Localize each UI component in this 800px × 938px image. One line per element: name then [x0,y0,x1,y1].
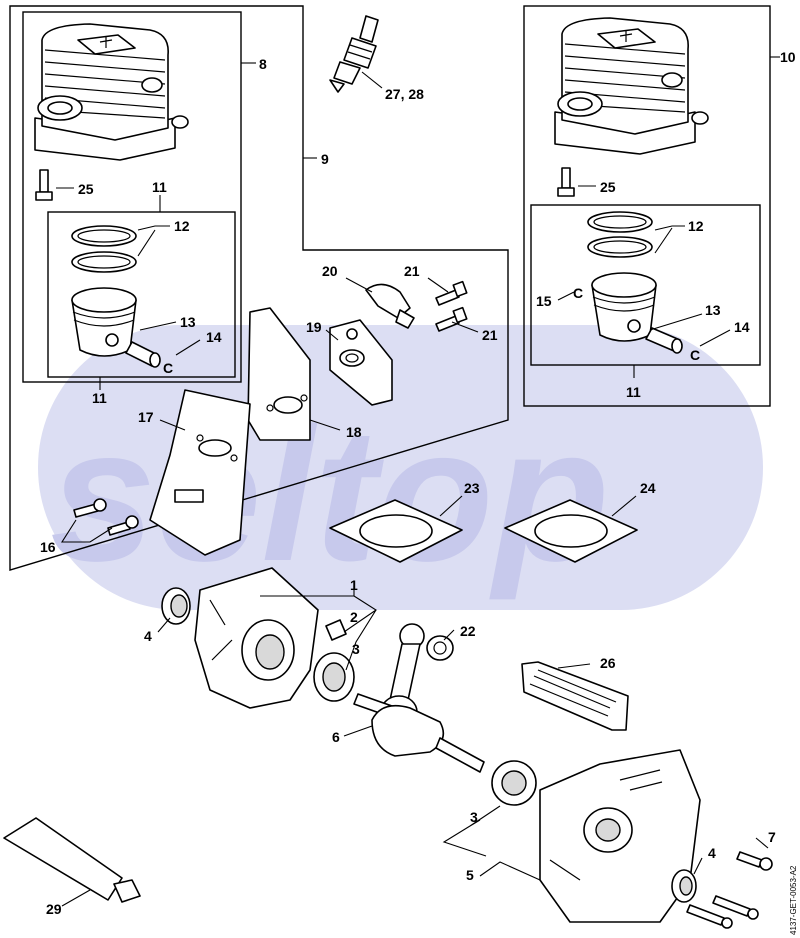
callout-11-bottom: 11 [92,390,107,406]
bolt-21-upper [435,280,468,306]
callout-25-right: 25 [600,179,616,195]
callout-23: 23 [464,480,480,496]
bracket-20 [365,283,415,329]
seal-4-left [161,587,191,625]
screws-7-lower [686,895,759,929]
callout-26: 26 [600,655,616,671]
callout-14-right: 14 [734,319,750,335]
crankcase-half-left [194,567,319,709]
callout-12-right: 12 [688,218,704,234]
group-8-box [22,11,242,383]
grease-tube-29 [3,817,141,903]
callout-4-right: 4 [708,845,716,861]
bearing-3-lower [491,760,537,806]
gasket-18 [247,307,311,441]
group-11-box-right [530,204,761,366]
callout-6: 6 [332,729,340,745]
group-10-box [523,5,771,407]
callout-10: 10 [780,49,796,65]
bearing-3-upper [313,652,355,702]
callout-21-upper: 21 [404,263,420,279]
callout-15: 15 [536,293,552,309]
callout-25-left: 25 [78,181,94,197]
gasket-23 [329,499,463,563]
callout-18: 18 [346,424,362,440]
circlip-right-glyph: C [690,347,700,363]
callout-17: 17 [138,409,154,425]
group-11-box-left [47,211,236,378]
callout-2: 2 [350,609,358,625]
manifold-19 [329,319,393,406]
piston-left [71,287,137,357]
crankshaft-6 [353,693,485,773]
watermark-text: seltop [50,389,610,601]
callout-21-lower: 21 [482,327,498,343]
callout-19: 19 [306,319,322,335]
needle-bearing-22 [426,635,454,661]
callout-8: 8 [259,56,267,72]
callout-13-right: 13 [705,302,721,318]
callout-14-left: 14 [206,329,222,345]
callout-12-left: 12 [174,218,190,234]
circlip-15-glyph: C [573,285,583,301]
gasket-24 [504,499,638,563]
callout-11-left: 11 [152,179,167,195]
callout-24: 24 [640,480,656,496]
cylinder-left [34,23,189,161]
callout-20: 20 [322,263,338,279]
callout-7: 7 [768,829,776,845]
sleeve-2 [325,619,347,641]
piston-rings-right [587,211,653,258]
callout-1: 1 [350,577,358,593]
drawing-code: 4137-GET-0053-A2 [789,865,798,935]
callout-5: 5 [466,867,474,883]
piston-right [591,272,657,342]
guide-26 [521,661,629,731]
screw-25-right [557,167,575,197]
bolt-21-lower [435,306,468,332]
callout-3-upper: 3 [352,641,360,657]
callout-4-left: 4 [144,628,152,644]
screw-25-left [35,169,53,201]
callout-27-28: 27, 28 [385,86,424,102]
shroud-17 [149,389,251,556]
screw-7-upper [736,851,773,871]
group-9-outline [9,5,509,571]
circlip-left-glyph: C [163,360,173,376]
watermark: seltop [38,325,763,610]
cylinder-right [554,17,709,155]
piston-pin-right [645,327,683,354]
screws-16 [73,498,139,536]
callout-29: 29 [46,901,62,917]
spark-plug [329,15,379,93]
callout-11-right: 11 [626,384,641,400]
callout-9: 9 [321,151,329,167]
callout-22: 22 [460,623,476,639]
piston-pin-left [125,341,161,368]
callout-3-lower: 3 [470,809,478,825]
callout-13-left: 13 [180,314,196,330]
callouts: 8 9 10 27, 28 25 25 11 12 13 14 11 12 13… [40,49,796,917]
seal-4-right [671,869,697,903]
callout-16: 16 [40,539,56,555]
leader-lines [56,56,780,907]
crankcase-half-right [539,749,701,923]
piston-rings-left [71,225,137,273]
